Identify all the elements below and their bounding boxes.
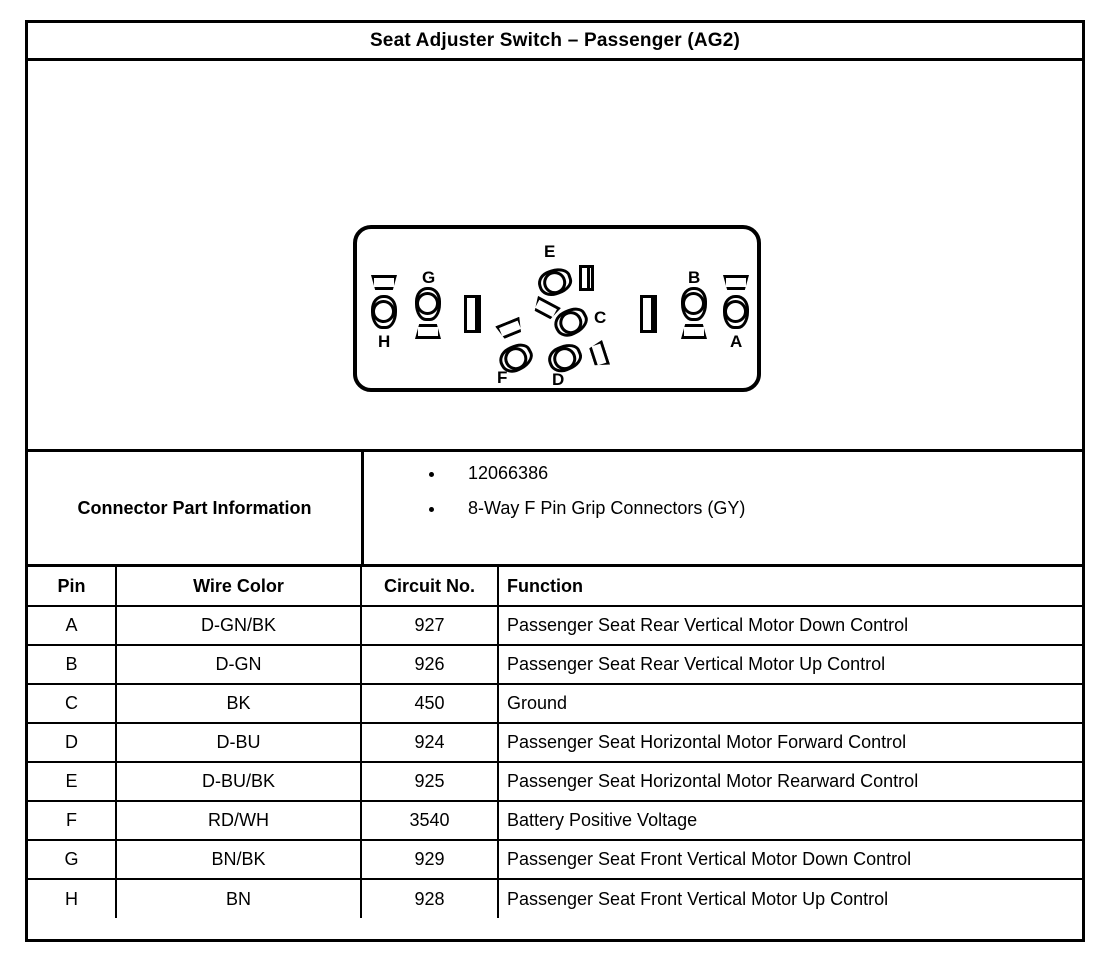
terminal-b-trapezoid	[681, 324, 707, 339]
cell-wire-color: BN/BK	[115, 839, 362, 880]
cell-pin: G	[28, 839, 117, 880]
cell-pin: A	[28, 605, 117, 646]
connector-diagram-pane: H G F E	[28, 61, 1082, 452]
document-title-bar: Seat Adjuster Switch – Passenger (AG2)	[28, 23, 1082, 61]
terminal-h-cavity	[371, 295, 397, 329]
cavity-bore-icon	[682, 292, 705, 315]
terminal-b-cavity	[681, 287, 707, 321]
terminal-g-trapezoid	[415, 324, 441, 339]
list-item: 8-Way F Pin Grip Connectors (GY)	[446, 499, 1082, 517]
terminal-h-trapezoid	[371, 275, 397, 290]
connector-reference-sheet: Seat Adjuster Switch – Passenger (AG2) H…	[25, 20, 1085, 942]
cell-pin: H	[28, 878, 117, 918]
cell-circuit-no: 924	[360, 722, 499, 763]
table-row: B D-GN 926 Passenger Seat Rear Vertical …	[28, 644, 1082, 685]
pin-label-h: H	[378, 332, 391, 351]
cell-circuit-no: 927	[360, 605, 499, 646]
column-header-pin: Pin	[28, 567, 117, 607]
column-header-function: Function	[497, 567, 1082, 607]
terminal-d-cavity	[544, 339, 586, 377]
cell-wire-color: D-BU	[115, 722, 362, 763]
pin-label-d: D	[552, 370, 565, 389]
blade-lip-icon	[470, 295, 478, 333]
cell-wire-color: RD/WH	[115, 800, 362, 841]
cell-function: Passenger Seat Rear Vertical Motor Down …	[497, 605, 1082, 646]
cell-circuit-no: 450	[360, 683, 499, 724]
table-row: D D-BU 924 Passenger Seat Horizontal Mot…	[28, 722, 1082, 763]
pin-label-f: F	[497, 368, 508, 387]
terminal-e-cavity	[534, 264, 576, 300]
cavity-bore-icon	[416, 292, 439, 315]
cell-pin: C	[28, 683, 117, 724]
table-header-row: Pin Wire Color Circuit No. Function	[28, 567, 1082, 607]
cell-circuit-no: 926	[360, 644, 499, 685]
cell-function: Battery Positive Voltage	[497, 800, 1082, 841]
keyway-blade-left-icon	[464, 295, 481, 333]
pin-label-a: A	[730, 332, 743, 351]
cell-function: Passenger Seat Front Vertical Motor Up C…	[497, 878, 1082, 918]
pin-label-e: E	[544, 242, 556, 261]
terminal-d-trapezoid	[588, 340, 610, 369]
cell-pin: B	[28, 644, 117, 685]
pin-label-b: B	[688, 268, 701, 287]
column-header-circuit-no: Circuit No.	[360, 567, 499, 607]
table-row: H BN 928 Passenger Seat Front Vertical M…	[28, 878, 1082, 918]
cell-circuit-no: 925	[360, 761, 499, 802]
pin-label-g: G	[422, 268, 436, 287]
cavity-bore-icon	[724, 300, 747, 323]
cell-circuit-no: 928	[360, 878, 499, 918]
terminal-f-trapezoid	[495, 317, 525, 341]
table-row: G BN/BK 929 Passenger Seat Front Vertica…	[28, 839, 1082, 880]
connector-part-information-row: Connector Part Information 12066386 8-Wa…	[28, 452, 1082, 567]
column-header-wire-color: Wire Color	[115, 567, 362, 607]
part-information-label: Connector Part Information	[28, 452, 364, 564]
cell-circuit-no: 929	[360, 839, 499, 880]
terminal-e-blade-icon	[579, 265, 594, 291]
list-item: 12066386	[446, 464, 1082, 482]
terminal-a-trapezoid	[723, 275, 749, 290]
cell-function: Passenger Seat Horizontal Motor Rearward…	[497, 761, 1082, 802]
cell-function: Ground	[497, 683, 1082, 724]
cell-pin: D	[28, 722, 117, 763]
cell-wire-color: BK	[115, 683, 362, 724]
table-row: C BK 450 Ground	[28, 683, 1082, 724]
cell-function: Passenger Seat Rear Vertical Motor Up Co…	[497, 644, 1082, 685]
part-information-list: 12066386 8-Way F Pin Grip Connectors (GY…	[364, 452, 1082, 564]
cell-function: Passenger Seat Front Vertical Motor Down…	[497, 839, 1082, 880]
blade-lip-icon	[646, 295, 654, 333]
cell-wire-color: D-GN/BK	[115, 605, 362, 646]
cell-pin: E	[28, 761, 117, 802]
page-title: Seat Adjuster Switch – Passenger (AG2)	[369, 29, 741, 51]
table-row: A D-GN/BK 927 Passenger Seat Rear Vertic…	[28, 605, 1082, 646]
blade-lip-icon	[584, 265, 590, 291]
cell-wire-color: D-GN	[115, 644, 362, 685]
table-row: F RD/WH 3540 Battery Positive Voltage	[28, 800, 1082, 841]
table-row: E D-BU/BK 925 Passenger Seat Horizontal …	[28, 761, 1082, 802]
pin-assignment-table: Pin Wire Color Circuit No. Function A D-…	[28, 567, 1082, 918]
terminal-g-cavity	[415, 287, 441, 321]
cell-function: Passenger Seat Horizontal Motor Forward …	[497, 722, 1082, 763]
connector-face-view: H G F E	[353, 225, 761, 392]
pin-label-c: C	[594, 308, 607, 327]
cavity-bore-icon	[372, 300, 395, 323]
cell-wire-color: BN	[115, 878, 362, 918]
cell-circuit-no: 3540	[360, 800, 499, 841]
cell-wire-color: D-BU/BK	[115, 761, 362, 802]
keyway-blade-right-icon	[640, 295, 657, 333]
part-information-bullets: 12066386 8-Way F Pin Grip Connectors (GY…	[364, 464, 1082, 517]
cell-pin: F	[28, 800, 117, 841]
terminal-a-cavity	[723, 295, 749, 329]
